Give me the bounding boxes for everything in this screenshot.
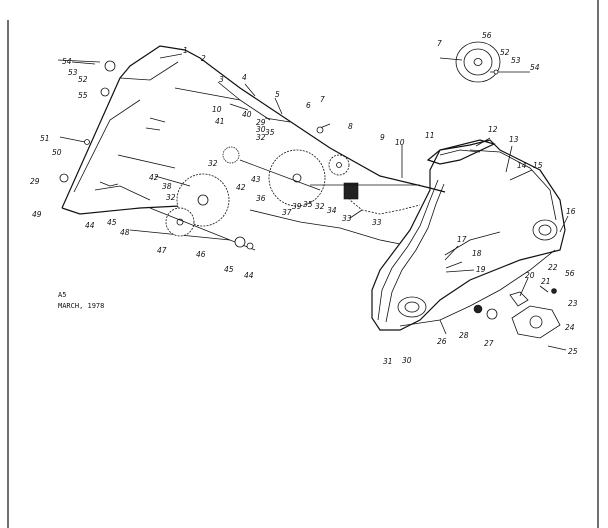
part-label: 49 xyxy=(32,210,42,219)
part-label: 13 xyxy=(509,135,519,144)
part-label: 30 xyxy=(402,356,412,365)
bracket-11 xyxy=(426,139,496,165)
main-housing xyxy=(61,45,446,245)
part-label: 21 xyxy=(541,277,551,286)
caption-model: A5 xyxy=(58,291,66,299)
part-label: 32 xyxy=(256,133,266,142)
part-label: 22 xyxy=(548,263,558,272)
idler-parts xyxy=(473,291,529,320)
part-label: 33 xyxy=(342,214,352,223)
part-label: 43 xyxy=(251,175,261,184)
part-label: 17 xyxy=(457,235,467,244)
part-label: 37 xyxy=(282,208,292,217)
part-label: 56 xyxy=(565,269,575,278)
part-label: 32 xyxy=(208,159,218,168)
part-label: 10 xyxy=(212,105,222,114)
part-label: 40 xyxy=(242,110,252,119)
part-label: 25 xyxy=(568,347,578,356)
part-label: 55 xyxy=(78,91,88,100)
part-label: 14 xyxy=(517,161,527,170)
part-label: 47 xyxy=(157,246,167,255)
part-label: 56 xyxy=(482,31,492,40)
part-label: 6 xyxy=(306,101,311,110)
part-label: 7 xyxy=(320,95,325,104)
part-label: 44 xyxy=(244,271,254,280)
part-label: 32 xyxy=(166,193,176,202)
part-label: 51 xyxy=(40,134,50,143)
sprocket-37 xyxy=(268,149,326,207)
part-label: 42 xyxy=(236,183,246,192)
part-label: 7 xyxy=(437,39,442,48)
part-label: 31 xyxy=(383,357,393,366)
part-label: 45 xyxy=(107,218,117,227)
part-label: 34 xyxy=(327,206,337,215)
pulley-55 xyxy=(439,41,530,83)
sprocket-8 xyxy=(328,154,350,176)
part-label: 8 xyxy=(348,122,353,131)
part-label: 52 xyxy=(78,75,88,84)
part-label: 27 xyxy=(484,339,494,348)
part-label: 15 xyxy=(533,161,543,170)
part-label: 33 xyxy=(372,218,382,227)
part-label: 38 xyxy=(162,182,172,191)
part-label: 41 xyxy=(215,117,225,126)
part-label: 11 xyxy=(425,131,435,140)
part-label: 10 xyxy=(395,138,405,147)
part-label: 36 xyxy=(256,194,266,203)
part-label: 44 xyxy=(85,221,95,230)
part-label: 29 xyxy=(30,177,40,186)
part-label: 48 xyxy=(120,228,130,237)
part-label: 9 xyxy=(380,133,385,142)
part-label: 53 xyxy=(68,68,78,77)
part-label: 3 xyxy=(219,75,224,84)
part-label: 52 xyxy=(500,48,510,57)
part-label: 20 xyxy=(525,271,535,280)
small-hardware xyxy=(57,59,254,250)
part-label: 4 xyxy=(242,73,247,82)
part-label: 35 xyxy=(303,200,313,209)
part-labels: 1 2 3 4 5 6 7 8 9 10 10 11 12 13 14 15 1… xyxy=(30,31,578,366)
part-label: 50 xyxy=(52,148,62,157)
part-label: 1 xyxy=(183,46,188,55)
chain-case xyxy=(371,139,566,331)
part-label: 28 xyxy=(459,331,469,340)
part-label: 35 xyxy=(265,128,275,137)
caption-date: MARCH, 1978 xyxy=(58,302,104,310)
part-label: 19 xyxy=(476,265,486,274)
part-label: 30 xyxy=(256,125,266,134)
sprocket-small-35 xyxy=(222,146,240,164)
bolt-7 xyxy=(316,123,331,134)
part-label: 39 xyxy=(292,202,302,211)
part-label: 53 xyxy=(511,56,521,65)
part-label: 32 xyxy=(315,202,325,211)
part-label: 16 xyxy=(566,207,576,216)
chain-33 xyxy=(343,182,421,215)
part-label: 18 xyxy=(472,249,482,258)
part-label: 24 xyxy=(565,323,575,332)
part-label: 42 xyxy=(149,173,159,182)
part-label: 5 xyxy=(275,90,280,99)
part-label: 46 xyxy=(196,250,206,259)
leader-lines xyxy=(71,53,569,335)
part-label: 54 xyxy=(62,57,72,66)
part-label: 45 xyxy=(224,265,234,274)
part-label: 12 xyxy=(488,125,498,134)
part-label: 23 xyxy=(568,299,578,308)
sprocket-47 xyxy=(165,207,195,237)
part-label: 2 xyxy=(201,54,206,63)
part-label: 54 xyxy=(530,63,540,72)
housing-24 xyxy=(511,285,567,351)
part-label: 26 xyxy=(437,337,447,346)
part-label: 29 xyxy=(256,118,266,127)
